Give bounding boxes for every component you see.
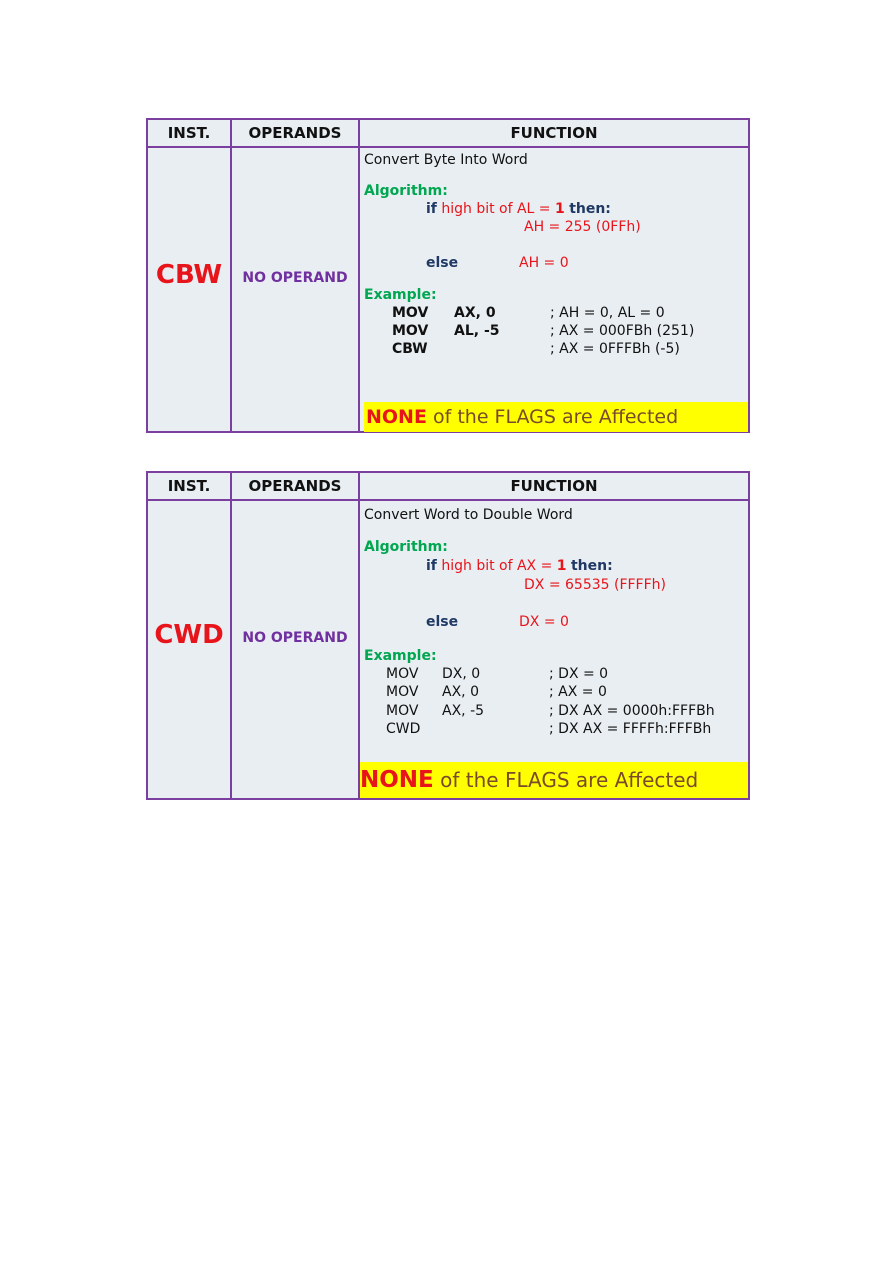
- condition-value: 1: [556, 558, 567, 574]
- operand-text: NO OPERAND: [242, 630, 348, 646]
- example-op: MOV: [392, 305, 429, 321]
- then-result: AH = 255 (0FFh): [524, 219, 641, 235]
- then-result: DX = 65535 (FFFFh): [524, 577, 666, 593]
- example-args: AL, -5: [454, 323, 500, 339]
- example-args: AX, 0: [454, 305, 496, 321]
- else-result: DX = 0: [519, 614, 569, 630]
- flags-note: NONE of the FLAGS are Affected: [364, 402, 748, 432]
- example-op: MOV: [386, 666, 419, 682]
- column-divider: [358, 120, 360, 431]
- else-keyword: else: [426, 614, 459, 630]
- function-description: Convert Byte Into Word: [364, 152, 528, 168]
- if-keyword: if: [426, 201, 437, 217]
- then-keyword: then:: [570, 558, 613, 574]
- example-comment: ; AX = 0: [549, 684, 607, 700]
- example-label: Example:: [364, 648, 437, 664]
- else-keyword: else: [426, 255, 459, 271]
- flags-text: of the FLAGS are Affected: [426, 406, 679, 428]
- example-comment: ; AH = 0, AL = 0: [550, 305, 665, 321]
- example-comment: ; DX = 0: [549, 666, 609, 682]
- condition-text: high bit of AX =: [441, 558, 557, 574]
- example-op: MOV: [386, 684, 419, 700]
- algorithm-label: Algorithm:: [364, 183, 448, 199]
- then-keyword: then:: [569, 201, 611, 217]
- header-inst: INST.: [167, 124, 211, 142]
- table-header-row: [148, 120, 748, 148]
- flags-none: NONE: [360, 767, 434, 793]
- header-inst: INST.: [167, 477, 211, 495]
- example-args: AX, 0: [442, 684, 479, 700]
- algorithm-if-line: if high bit of AX = 1 then:: [426, 558, 613, 574]
- example-op: CBW: [392, 341, 428, 357]
- cbw-table: INST. OPERANDS FUNCTION CBW NO OPERAND C…: [146, 118, 750, 433]
- example-op: MOV: [392, 323, 429, 339]
- header-function: FUNCTION: [510, 124, 598, 142]
- header-function: FUNCTION: [510, 477, 598, 495]
- column-divider: [230, 120, 232, 431]
- else-result: AH = 0: [519, 255, 569, 271]
- table-header-row: [148, 473, 748, 501]
- flags-note: NONE of the FLAGS are Affected: [360, 762, 748, 798]
- example-comment: ; AX = 000FBh (251): [550, 323, 695, 339]
- operand-text: NO OPERAND: [242, 270, 348, 286]
- column-divider: [230, 473, 232, 798]
- column-divider: [358, 473, 360, 798]
- header-operands: OPERANDS: [248, 477, 342, 495]
- example-op: MOV: [386, 703, 419, 719]
- if-keyword: if: [426, 558, 437, 574]
- header-operands: OPERANDS: [248, 124, 342, 142]
- example-label: Example:: [364, 287, 437, 303]
- example-comment: ; AX = 0FFFBh (-5): [550, 341, 680, 357]
- flags-text: of the FLAGS are Affected: [433, 768, 699, 792]
- example-args: AX, -5: [442, 703, 485, 719]
- algorithm-label: Algorithm:: [364, 539, 448, 555]
- function-description: Convert Word to Double Word: [364, 507, 573, 523]
- algorithm-if-line: if high bit of AL = 1 then:: [426, 201, 611, 217]
- instruction-name: CBW: [155, 260, 223, 290]
- condition-text: high bit of AL =: [441, 201, 555, 217]
- example-op: CWD: [386, 721, 421, 737]
- example-args: DX, 0: [442, 666, 481, 682]
- flags-none: NONE: [366, 406, 427, 428]
- cwd-table: INST. OPERANDS FUNCTION CWD NO OPERAND C…: [146, 471, 750, 800]
- condition-value: 1: [554, 201, 565, 217]
- instruction-name: CWD: [154, 620, 224, 650]
- example-comment: ; DX AX = FFFFh:FFFBh: [549, 721, 712, 737]
- example-comment: ; DX AX = 0000h:FFFBh: [549, 703, 715, 719]
